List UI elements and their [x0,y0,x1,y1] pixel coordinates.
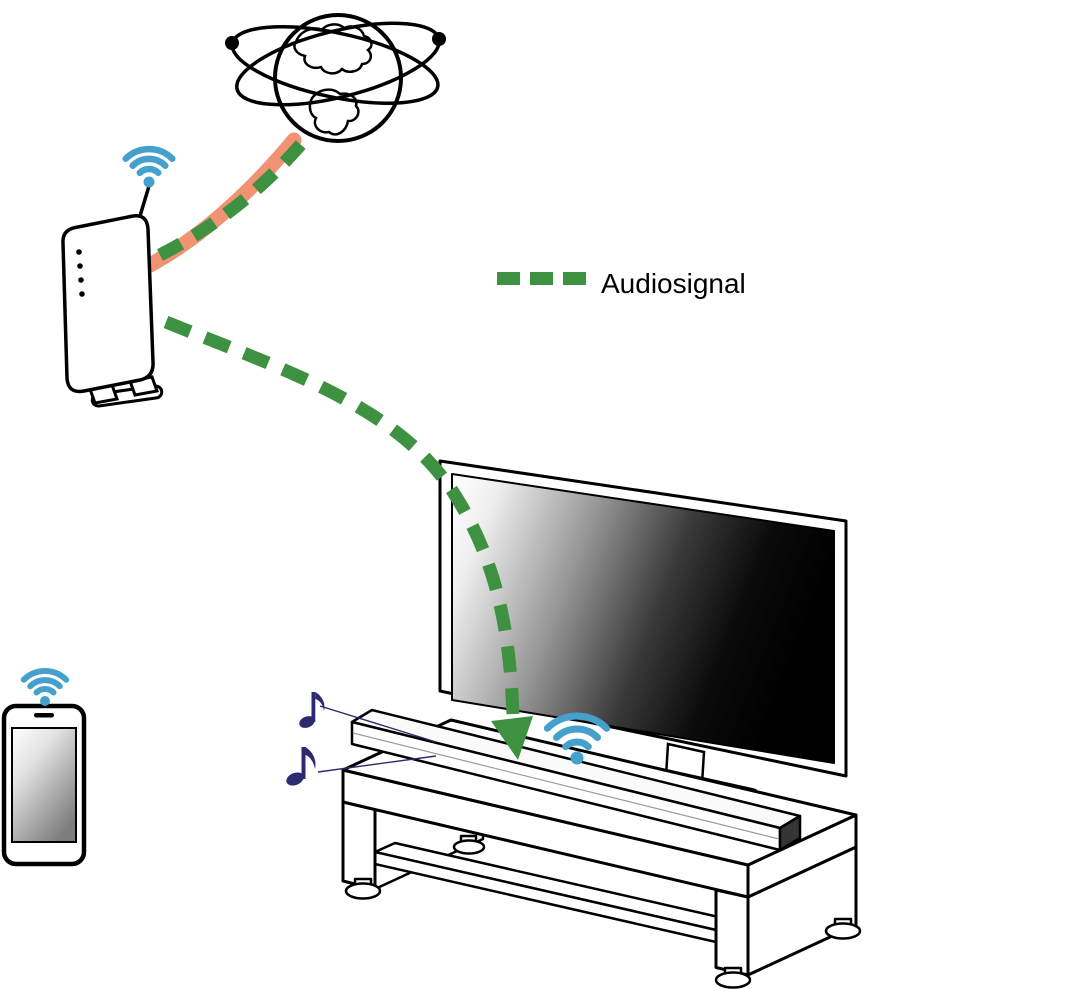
table-foot-back-right [824,917,862,940]
phone-speaker-slit [34,713,54,718]
audio-signal-path-internet [157,131,313,261]
router-led-dots [76,249,85,297]
table-left-panel-front [341,800,377,891]
router-body [61,214,155,394]
table-right-panel-front [714,888,750,977]
table-foot-back-left [452,834,486,855]
soundbar-grille-line [352,732,780,840]
router-antenna [138,184,151,218]
wifi-signal-icon-soundbar [543,712,611,765]
orbit-satellite-left [225,36,239,50]
note2-stem [301,747,306,779]
legend: Audiosignal [497,268,746,299]
television-icon [438,459,848,778]
note1-head [299,716,315,728]
music-note-leader-lines [317,705,437,773]
soundbar-icon [350,708,802,852]
wifi-signal-icon-phone [20,668,70,706]
note1-flag [315,692,325,711]
arrow-down-icon [491,716,533,760]
phone-screen [11,727,77,843]
table-foot-front-left [344,877,382,900]
table-foot-front-right [714,966,752,989]
wireless-router-icon [61,184,164,408]
note1-stem [311,692,316,722]
legend-dash-swatch [497,272,586,285]
orbit-satellite-right [432,32,446,46]
globe-orbit-icon [225,13,446,143]
music-notes-icon [286,692,325,786]
smartphone-icon [1,703,87,867]
legend-label: Audiosignal [601,268,746,299]
note2-flag [305,747,316,769]
soundbar-end-cap [778,814,802,852]
tv-screen [451,473,835,764]
wifi-signal-icon [122,145,176,188]
note2-head [286,772,304,786]
